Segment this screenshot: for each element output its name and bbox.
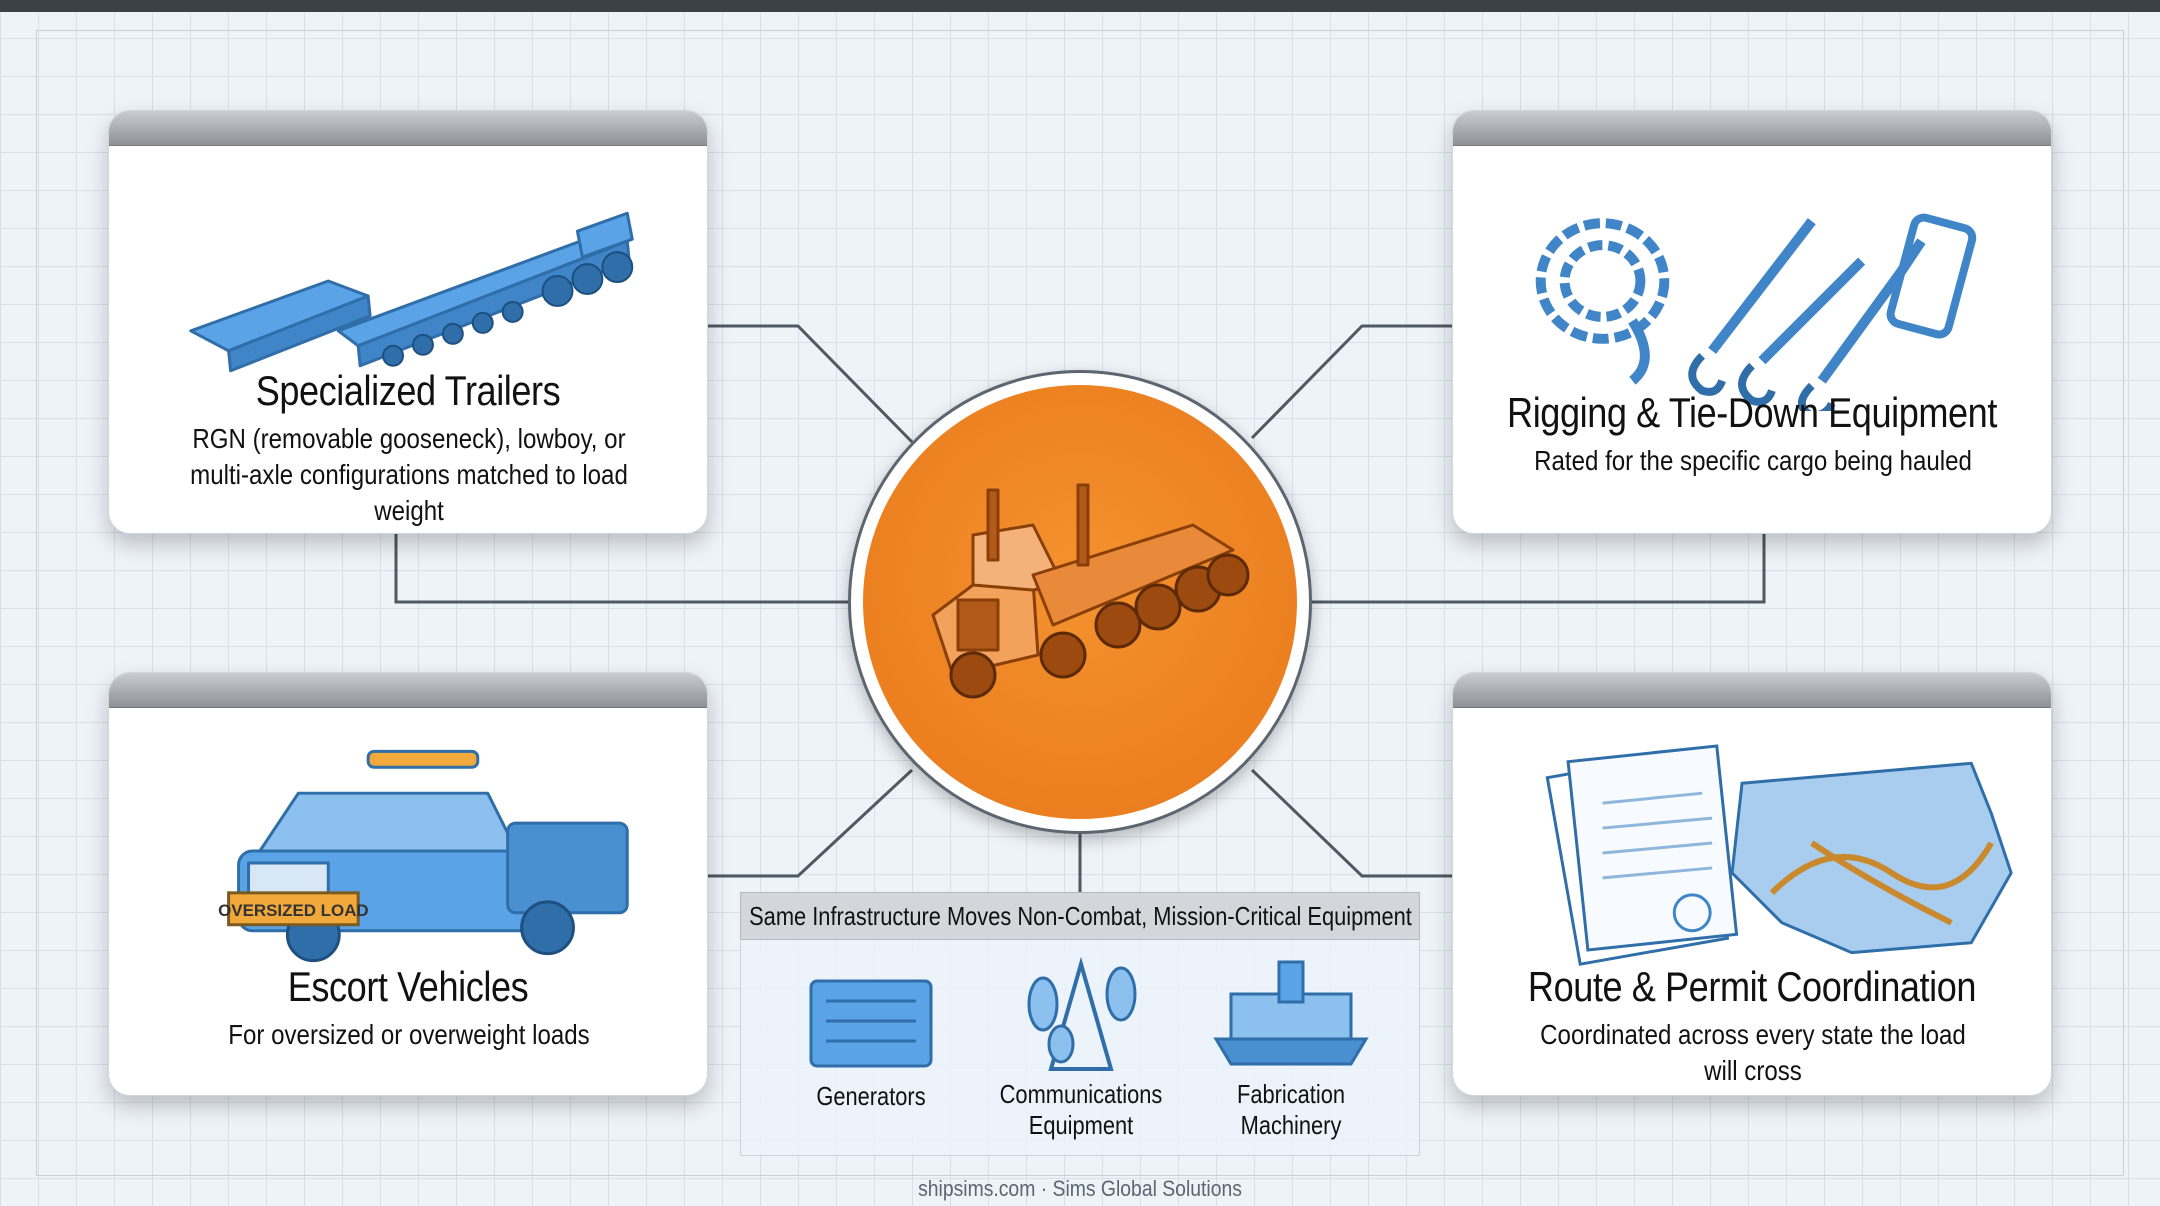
central-hub bbox=[848, 370, 1312, 834]
heavy-haul-truck-icon bbox=[931, 483, 1250, 699]
communications-tower-icon bbox=[1027, 956, 1137, 1071]
equipment-panel: Generators Communications Equipment Fabr… bbox=[740, 940, 1420, 1156]
top-bar bbox=[0, 0, 2160, 12]
equipment-label-line1: Fabrication bbox=[1236, 1079, 1346, 1109]
equipment-communications: Communications Equipment bbox=[981, 954, 1181, 1141]
card-cap bbox=[109, 111, 707, 146]
card-cap bbox=[1453, 673, 2051, 708]
card-cap bbox=[109, 673, 707, 708]
card-description: For oversized or overweight loads bbox=[228, 1019, 590, 1050]
equipment-generators: Generators bbox=[771, 966, 971, 1112]
chain-and-binder-icon bbox=[1535, 213, 1977, 411]
equipment-fabrication: Fabrication Machinery bbox=[1191, 954, 1391, 1141]
equipment-label-line1: Communications bbox=[999, 1079, 1163, 1109]
oversized-load-sign: OVERSIZED LOAD bbox=[218, 901, 369, 920]
footer-credit: shipsims.com · Sims Global Solutions bbox=[918, 1176, 1242, 1201]
trailer-icon bbox=[189, 211, 634, 373]
banner-text: Same Infrastructure Moves Non-Combat, Mi… bbox=[748, 900, 1412, 931]
card-description: Rated for the specific cargo being haule… bbox=[1534, 445, 1972, 476]
card-specialized-trailers: Specialized Trailers RGN (removable goos… bbox=[108, 110, 708, 534]
generator-icon bbox=[809, 979, 933, 1068]
card-route-permit-coordination: Route & Permit Coordination Coordinated … bbox=[1452, 672, 2052, 1096]
card-escort-vehicles: OVERSIZED LOAD Escort Vehicles For overs… bbox=[108, 672, 708, 1096]
escort-pickup-truck-icon: OVERSIZED LOAD bbox=[218, 749, 629, 963]
card-description: RGN (removable gooseneck), lowboy, or mu… bbox=[190, 423, 628, 526]
equipment-label-line2: Equipment bbox=[1028, 1110, 1134, 1140]
hub-fill bbox=[863, 385, 1297, 819]
card-title: Specialized Trailers bbox=[255, 367, 561, 414]
card-rigging-equipment: Rigging & Tie-Down Equipment Rated for t… bbox=[1452, 110, 2052, 534]
card-title: Route & Permit Coordination bbox=[1527, 963, 1977, 1010]
permit-and-map-icon bbox=[1545, 744, 2013, 966]
equipment-label: Generators bbox=[816, 1081, 926, 1111]
equipment-label-line2: Machinery bbox=[1240, 1110, 1342, 1140]
card-cap bbox=[1453, 111, 2051, 146]
mission-critical-banner: Same Infrastructure Moves Non-Combat, Mi… bbox=[740, 892, 1420, 940]
card-description: Coordinated across every state the load … bbox=[1540, 1019, 1966, 1086]
card-title: Rigging & Tie-Down Equipment bbox=[1507, 389, 1997, 436]
diagram-frame bbox=[36, 30, 2124, 1176]
card-title: Escort Vehicles bbox=[287, 963, 529, 1010]
cnc-machine-icon bbox=[1213, 960, 1369, 1066]
